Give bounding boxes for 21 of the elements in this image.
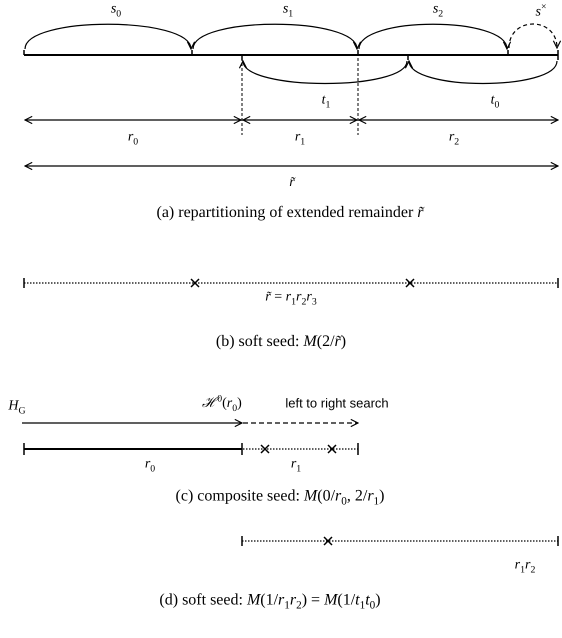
variable-label: s$_{1}$ <box>282 2 294 20</box>
variable-label: r$_{1}$r$_{2}$ <box>514 558 536 576</box>
formula-label: ℋ$^{0}$(r$_{0}$) <box>202 394 242 414</box>
variable-label: r$_{2}$ <box>448 130 460 148</box>
figure-caption: (a) repartitioning of extended remainder r̃ <box>156 205 424 221</box>
variable-label: t$_{1}$ <box>322 94 330 110</box>
variable-label: s$_{0}$ <box>110 2 122 20</box>
figure-caption: (b) soft seed: M(2/r̃) <box>216 334 346 350</box>
variable-label: r$_{1}$ <box>290 458 302 474</box>
variable-label: r$_{0}$ <box>128 130 138 148</box>
variable-label: r$_{0}$ <box>144 458 156 474</box>
figure-caption: (c) composite seed: M(0/r$_{0}$, 2/r$_{1}$) <box>176 488 384 508</box>
formula-label: r̃ = r$_{1}$r$_{2}$r$_{3}$ <box>265 290 317 308</box>
variable-label: r̃ <box>289 176 295 190</box>
variable-label: s$^{×}$ <box>536 2 546 20</box>
annotation-text: left to right search <box>285 396 389 410</box>
variable-label: r$_{1}$ <box>294 130 306 148</box>
figure-caption: (d) soft seed: M(1/r$_{1}$r$_{2}$) = M(1/t$_{1}$t$_{0}$) <box>159 592 381 612</box>
variable-label: s$_{2}$ <box>432 2 444 20</box>
variable-label: t$_{0}$ <box>490 94 500 110</box>
variable-label: H$_{G}$ <box>8 400 26 416</box>
